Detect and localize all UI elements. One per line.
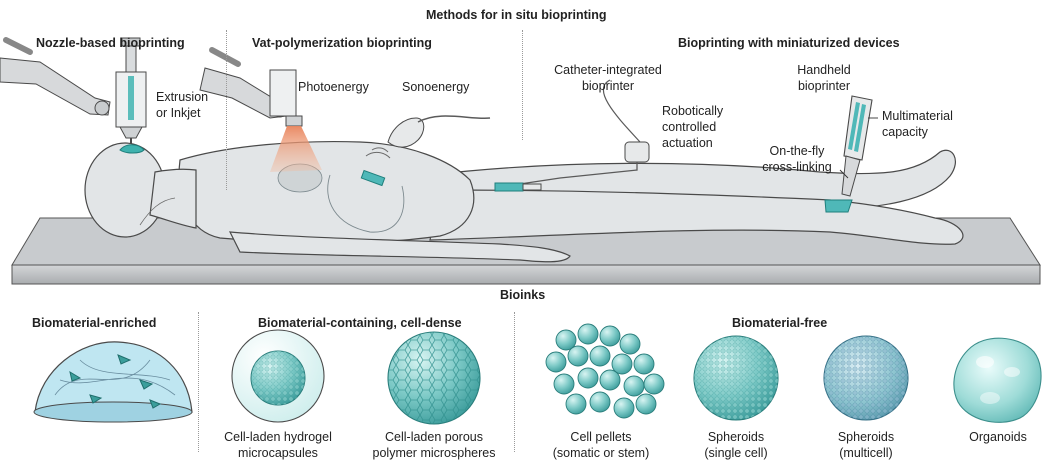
nozzle-title: Nozzle-based bioprinting — [36, 36, 185, 50]
vat-title: Vat-polymerization bioprinting — [252, 36, 432, 50]
spheroid-single-cell — [693, 335, 779, 421]
spheroid-multi-label-2: (multicell) — [839, 446, 893, 460]
robot-label-3: actuation — [662, 136, 713, 150]
handheld-label-1: Handheld — [797, 63, 851, 77]
handheld-printer — [824, 95, 873, 213]
multimaterial-label-2: capacity — [882, 125, 928, 139]
bioinks-title: Bioinks — [500, 288, 546, 302]
pellets-label-1: Cell pellets — [570, 430, 632, 444]
spheroid-single-label-2: (single cell) — [704, 446, 768, 460]
printed-tissue-head — [119, 144, 145, 154]
hydrogel-label-1: Cell-laden hydrogel — [224, 430, 332, 444]
ear-outline — [139, 197, 176, 226]
porous-microsphere — [387, 331, 481, 425]
mini-title: Bioprinting with miniaturized devices — [678, 36, 900, 50]
extrusion-label: Extrusion — [156, 90, 209, 104]
catheter-label-2: bioprinter — [581, 79, 635, 93]
enriched-title: Biomaterial-enriched — [32, 316, 157, 330]
robot-label-2: controlled — [662, 120, 717, 134]
enriched-dome — [33, 341, 193, 423]
free-title: Biomaterial-free — [732, 316, 828, 330]
divider — [226, 30, 227, 190]
hydrogel-microcapsule — [231, 329, 325, 423]
cross-linking-label-2: cross-linking — [762, 160, 832, 174]
ultrasound-probe — [360, 115, 491, 187]
photoenergy-label: Photoenergy — [298, 80, 369, 94]
nozzle-printer — [0, 37, 147, 144]
photo-printer — [199, 47, 322, 172]
cell-pellets — [545, 323, 665, 419]
inkjet-label: or Inkjet — [156, 106, 201, 120]
containing-title: Biomaterial-containing, cell-dense — [258, 316, 462, 330]
divider — [522, 30, 523, 140]
catheter-device — [494, 79, 650, 192]
multimaterial-label-1: Multimaterial — [882, 109, 953, 123]
hydrogel-label-2: microcapsules — [238, 446, 318, 460]
organoids-label: Organoids — [969, 430, 1027, 444]
main-title: Methods for in situ bioprinting — [426, 8, 607, 22]
porous-label-1: Cell-laden porous — [385, 430, 483, 444]
spheroid-single-label-1: Spheroids — [707, 430, 765, 444]
pellets-label-2: (somatic or stem) — [552, 446, 650, 460]
cross-linking-label-1: On-the-fly — [769, 144, 825, 158]
divider — [198, 312, 199, 452]
spheroid-multicell — [823, 335, 909, 421]
catheter-label-1: Catheter-integrated — [554, 63, 662, 77]
porous-label-2: polymer microspheres — [372, 446, 496, 460]
robot-label-1: Robotically — [662, 104, 724, 118]
divider — [514, 312, 515, 452]
light-beam — [270, 126, 322, 172]
organoid — [953, 337, 1042, 423]
organ-outline — [327, 174, 405, 233]
leader-lines — [839, 117, 878, 179]
handheld-label-2: bioprinter — [797, 79, 851, 93]
sonoenergy-label: Sonoenergy — [402, 80, 470, 94]
spheroid-multi-label-1: Spheroids — [837, 430, 895, 444]
